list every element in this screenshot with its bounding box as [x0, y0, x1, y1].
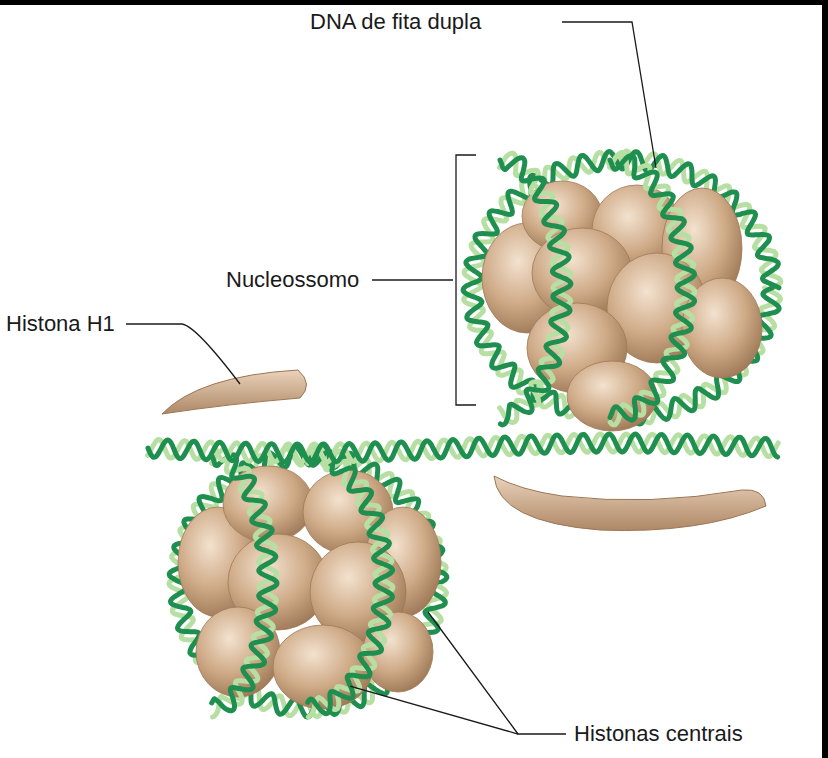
dna-strand — [308, 448, 393, 717]
leader-line — [428, 612, 566, 734]
frame-edge — [0, 0, 828, 5]
dna-helix — [308, 448, 393, 717]
callout-label: Histona H1 — [6, 311, 115, 337]
core-histones — [178, 466, 441, 709]
callout-label: Nucleossomo — [226, 267, 359, 293]
dna-helix — [212, 450, 277, 717]
dna-strand — [169, 447, 446, 717]
nucleosome — [169, 447, 447, 717]
histone-h1-shape — [494, 476, 766, 531]
nucleosome — [463, 151, 781, 431]
dna-helix — [610, 152, 695, 424]
histone-blob — [567, 361, 657, 431]
dna-helix — [169, 447, 447, 717]
leader-line — [350, 686, 518, 734]
dna-strand — [169, 448, 447, 717]
dna-strand — [500, 158, 571, 425]
dna-strand — [212, 450, 277, 717]
dna-strand — [148, 434, 779, 462]
frame-edge — [822, 0, 828, 758]
leader-line — [126, 324, 240, 384]
dna-strand — [610, 156, 695, 421]
linker-dna — [148, 434, 779, 462]
leader-lines — [126, 22, 656, 734]
dna-strand — [212, 455, 277, 711]
callout-label: DNA de fita dupla — [310, 9, 481, 35]
callout-label: Histonas centrais — [574, 721, 743, 747]
dna-strand — [308, 452, 393, 714]
dna-strand — [610, 152, 695, 424]
leader-line — [562, 22, 656, 168]
dna-helix — [148, 434, 779, 462]
bracket — [456, 155, 476, 405]
dna-helix — [500, 153, 571, 425]
histone-h1 — [162, 370, 766, 531]
dna-strand — [148, 434, 778, 462]
leader-line — [372, 279, 453, 280]
